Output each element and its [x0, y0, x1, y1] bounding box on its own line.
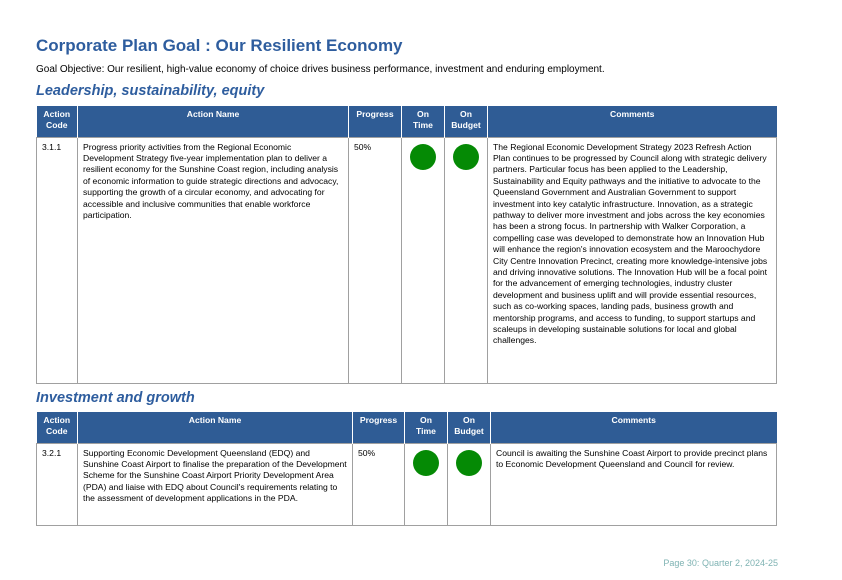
section-heading-investment: Investment and growth [36, 390, 195, 406]
progress-value: 50% [348, 136, 402, 384]
green-status-icon [410, 143, 436, 170]
page-footer: Page 30: Quarter 2, 2024-25 [663, 558, 778, 568]
header-on-budget: On Budget [447, 412, 491, 443]
header-on-budget: On Budget [444, 106, 488, 137]
green-status-icon [453, 143, 479, 170]
header-action-code: Action Code [36, 412, 78, 443]
on-budget-status [444, 136, 488, 384]
green-status-icon [456, 449, 482, 476]
comments-text: Council is awaiting the Sunshine Coast A… [490, 442, 777, 526]
goal-objective: Goal Objective: Our resilient, high-valu… [36, 64, 605, 75]
action-name: Progress priority activities from the Re… [77, 136, 349, 384]
on-time-status [401, 136, 445, 384]
header-progress: Progress [352, 412, 405, 443]
page-title: Corporate Plan Goal : Our Resilient Econ… [36, 36, 403, 55]
header-progress: Progress [348, 106, 402, 137]
header-action-code: Action Code [36, 106, 78, 137]
table-row: 3.2.1 Supporting Economic Development Qu… [36, 442, 777, 526]
header-comments: Comments [490, 412, 777, 443]
on-time-status [404, 442, 448, 526]
green-status-icon [413, 449, 439, 476]
actions-table-leadership: Action Code Action Name Progress On Time… [36, 106, 777, 384]
header-on-time: On Time [404, 412, 448, 443]
table-row: 3.1.1 Progress priority activities from … [36, 136, 777, 384]
header-action-name: Action Name [77, 106, 349, 137]
section-heading-leadership: Leadership, sustainability, equity [36, 83, 265, 99]
action-name: Supporting Economic Development Queensla… [77, 442, 353, 526]
table-header-row: Action Code Action Name Progress On Time… [36, 412, 777, 443]
actions-table-investment: Action Code Action Name Progress On Time… [36, 412, 777, 526]
comments-text: The Regional Economic Development Strate… [487, 136, 777, 384]
header-comments: Comments [487, 106, 777, 137]
on-budget-status [447, 442, 491, 526]
progress-value: 50% [352, 442, 405, 526]
header-on-time: On Time [401, 106, 445, 137]
header-action-name: Action Name [77, 412, 353, 443]
table-header-row: Action Code Action Name Progress On Time… [36, 106, 777, 137]
action-code: 3.1.1 [36, 136, 78, 384]
action-code: 3.2.1 [36, 442, 78, 526]
